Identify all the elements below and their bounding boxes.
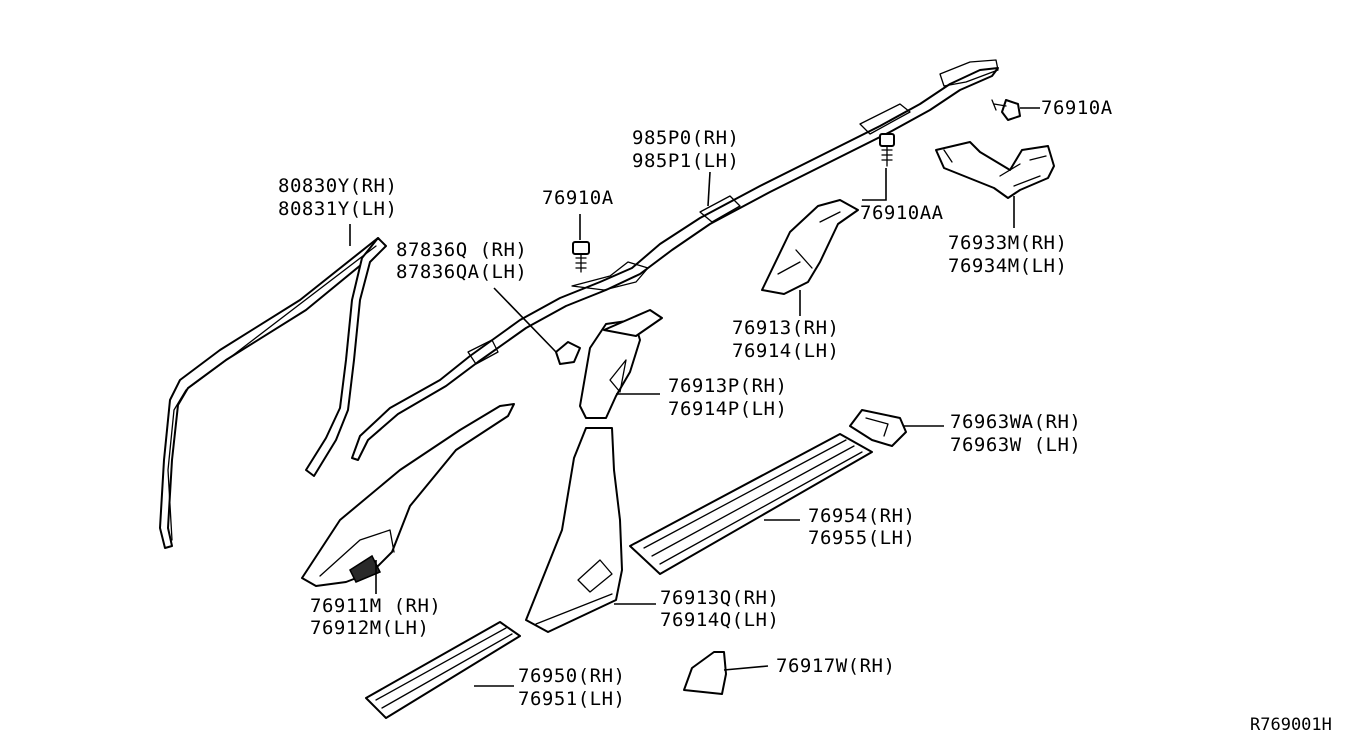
label-76933m: 76933M(RH) (948, 232, 1067, 254)
clip-76910aa-icon (879, 133, 895, 167)
label-985p1: 985P1(LH) (632, 150, 739, 172)
label-76911m: 76911M (RH) (310, 595, 441, 617)
label-76955: 76955(LH) (808, 527, 915, 549)
label-76934m: 76934M(LH) (948, 255, 1067, 277)
label-76912m: 76912M(LH) (310, 617, 429, 639)
label-76914p: 76914P(LH) (668, 398, 787, 420)
bracket-76963wa (849, 409, 907, 447)
trim-76933m (935, 141, 1055, 199)
label-76910a-right: 76910A (1041, 97, 1113, 119)
label-76914: 76914(LH) (732, 340, 839, 362)
diagram-reference-code: R769001H (1250, 715, 1332, 735)
label-985p0: 985P0(RH) (632, 127, 739, 149)
trim-76913 (761, 199, 859, 295)
door-weatherstrip (159, 237, 387, 549)
clip-76910a-center-icon (572, 241, 590, 273)
leader-lines (349, 107, 1040, 687)
label-76913p: 76913P(RH) (668, 375, 787, 397)
cover-76917w (683, 651, 727, 695)
label-76963w: 76963W (LH) (950, 434, 1081, 456)
trim-76913p (579, 309, 663, 419)
bracket-87836q (555, 341, 581, 365)
pillar-trim-76913q (525, 427, 623, 633)
label-76910aa: 76910AA (860, 202, 944, 224)
label-87836qa: 87836QA(LH) (396, 261, 527, 283)
label-80830y: 80830Y(RH) (278, 175, 397, 197)
label-76951: 76951(LH) (518, 688, 625, 710)
label-76914q: 76914Q(LH) (660, 609, 779, 631)
label-76913q: 76913Q(RH) (660, 587, 779, 609)
label-80831y: 80831Y(LH) (278, 198, 397, 220)
label-76954: 76954(RH) (808, 505, 915, 527)
label-76950: 76950(RH) (518, 665, 625, 687)
label-76917w: 76917W(RH) (776, 655, 895, 677)
kick-plate-76954 (629, 433, 873, 575)
label-76913: 76913(RH) (732, 317, 839, 339)
label-76910a-center: 76910A (542, 187, 614, 209)
label-76963wa: 76963WA(RH) (950, 411, 1081, 433)
wire-harness (351, 59, 999, 461)
pillar-trim-76911m (301, 403, 515, 587)
label-87836q: 87836Q (RH) (396, 239, 527, 261)
clip-76910a-right-icon (991, 99, 1021, 121)
kick-plate-76950 (365, 621, 521, 719)
